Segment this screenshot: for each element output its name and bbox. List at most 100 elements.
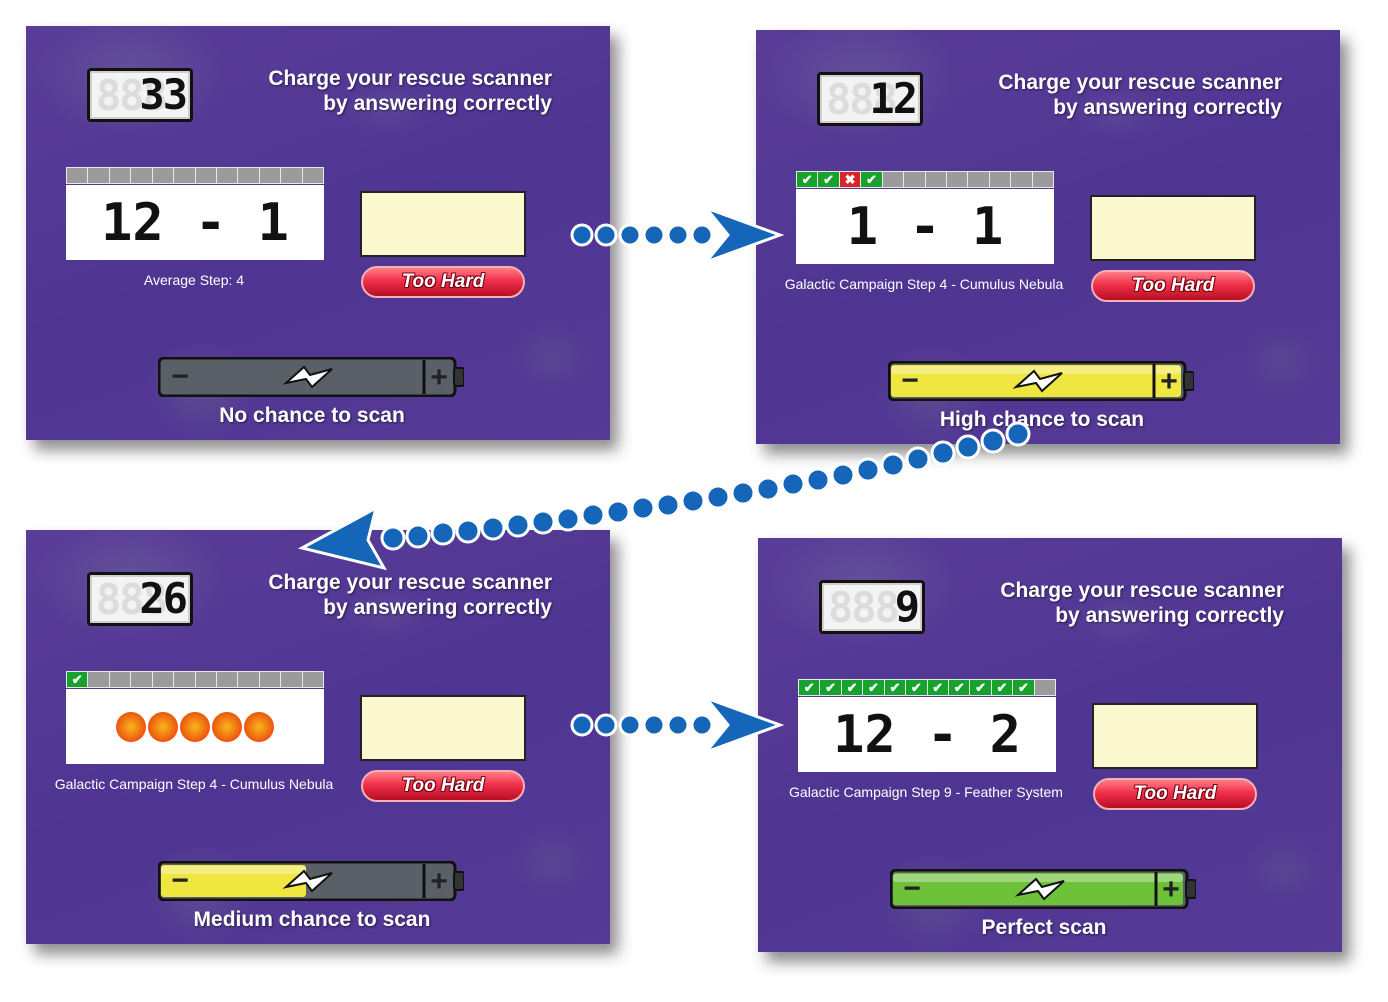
progress-cell-empty xyxy=(67,168,88,183)
progress-cell-correct: ✔ xyxy=(799,680,820,695)
counter-ghost-digits: 888 xyxy=(826,75,898,124)
question-card: 1 - 1 xyxy=(796,189,1054,264)
lightning-icon xyxy=(282,365,333,389)
progress-cell-correct: ✔ xyxy=(884,680,906,695)
progress-cell-empty xyxy=(174,672,195,687)
headline-line-1: Charge your rescue scanner xyxy=(268,571,552,594)
minus-icon: − xyxy=(901,364,919,397)
progress-cell-empty xyxy=(238,168,259,183)
progress-cell-empty xyxy=(131,672,152,687)
lightning-icon xyxy=(1012,369,1063,393)
score-counter: 888 12 xyxy=(817,72,923,126)
headline: Charge your rescue scanner by answering … xyxy=(268,570,552,620)
progress-cell-empty xyxy=(968,172,989,187)
progress-cell-empty xyxy=(1034,680,1056,695)
counting-dot xyxy=(148,711,178,742)
charge-battery: −+ xyxy=(890,869,1196,909)
progress-cell-empty xyxy=(88,168,109,183)
step-caption: Galactic Campaign Step 4 - Cumulus Nebul… xyxy=(784,276,1064,292)
game-panel-4: 888 9 Charge your rescue scanner by answ… xyxy=(758,538,1342,952)
progress-cell-correct: ✔ xyxy=(970,680,991,695)
progress-cell-empty xyxy=(216,168,238,183)
scan-status: High chance to scan xyxy=(939,408,1145,431)
too-hard-button[interactable]: Too Hard xyxy=(361,770,525,802)
progress-cell-empty xyxy=(174,168,195,183)
step-caption: Average Step: 4 xyxy=(143,272,245,288)
progress-cell-empty xyxy=(925,172,946,187)
progress-cell-empty xyxy=(238,672,259,687)
scan-status: Medium chance to scan xyxy=(193,908,431,931)
question-card: 12 - 2 xyxy=(798,697,1056,772)
answer-input[interactable] xyxy=(1092,703,1258,769)
progress-cell-empty xyxy=(989,172,1011,187)
progress-track xyxy=(66,167,324,184)
progress-cell-empty xyxy=(195,168,216,183)
headline-line-1: Charge your rescue scanner xyxy=(268,67,552,90)
progress-cell-empty xyxy=(131,168,152,183)
charge-battery: −+ xyxy=(888,361,1194,401)
headline: Charge your rescue scanner by answering … xyxy=(998,70,1282,120)
too-hard-button[interactable]: Too Hard xyxy=(1091,270,1255,302)
flow-arrow-diagonal xyxy=(297,421,1031,571)
headline: Charge your rescue scanner by answering … xyxy=(1000,578,1284,628)
progress-track: ✔✔✔✔✔✔✔✔✔✔✔ xyxy=(798,679,1056,696)
counter-value: 12 xyxy=(869,74,918,123)
minus-icon: − xyxy=(171,360,189,393)
too-hard-button[interactable]: Too Hard xyxy=(1093,778,1257,810)
plus-icon: + xyxy=(430,361,448,394)
progress-cell-correct: ✔ xyxy=(906,680,927,695)
lightning-icon xyxy=(282,869,333,893)
answer-input[interactable] xyxy=(360,695,526,761)
progress-cell-empty xyxy=(882,172,904,187)
progress-cell-empty xyxy=(302,672,324,687)
progress-cell-correct: ✔ xyxy=(1013,680,1034,695)
progress-cell-wrong: ✖ xyxy=(839,172,861,187)
progress-cell-correct: ✔ xyxy=(991,680,1013,695)
battery-charge-shine xyxy=(893,874,1183,882)
counting-dot xyxy=(212,711,242,742)
progress-cell-empty xyxy=(904,172,925,187)
counting-dot xyxy=(244,711,274,742)
too-hard-button[interactable]: Too Hard xyxy=(361,266,525,298)
progress-cell-empty xyxy=(259,168,281,183)
score-counter: 888 9 xyxy=(819,580,925,634)
flow-arrow-right-bottom xyxy=(570,694,785,756)
battery-graphic: −+ xyxy=(890,869,1196,909)
scan-status: No chance to scan xyxy=(219,404,405,427)
progress-cell-empty xyxy=(1011,172,1032,187)
score-counter: 888 26 xyxy=(87,572,193,626)
headline-line-2: by answering correctly xyxy=(1053,96,1282,119)
headline-line-2: by answering correctly xyxy=(1055,604,1284,627)
plus-icon: + xyxy=(1162,873,1180,906)
progress-cell-correct: ✔ xyxy=(818,172,839,187)
charge-battery: −+ xyxy=(158,357,464,397)
headline-line-2: by answering correctly xyxy=(323,596,552,619)
counting-dot xyxy=(116,711,146,742)
answer-input[interactable] xyxy=(1090,195,1256,261)
progress-cell-correct: ✔ xyxy=(927,680,948,695)
progress-cell-empty xyxy=(88,672,109,687)
game-panel-3: 888 26 Charge your rescue scanner by ans… xyxy=(26,530,610,944)
scan-status: Perfect scan xyxy=(981,916,1107,939)
progress-track: ✔ xyxy=(66,671,324,688)
battery-charge-shine xyxy=(161,866,306,874)
counting-dot xyxy=(180,711,210,742)
progress-cell-empty xyxy=(216,672,238,687)
progress-cell-correct: ✔ xyxy=(797,172,818,187)
headline: Charge your rescue scanner by answering … xyxy=(268,66,552,116)
game-panel-2: 888 12 Charge your rescue scanner by ans… xyxy=(756,30,1340,444)
headline-line-2: by answering correctly xyxy=(323,92,552,115)
progress-cell-empty xyxy=(152,672,174,687)
progress-cell-correct: ✔ xyxy=(820,680,841,695)
minus-icon: − xyxy=(171,864,189,897)
progress-cell-empty xyxy=(946,172,968,187)
progress-cell-empty xyxy=(281,168,302,183)
step-caption: Galactic Campaign Step 4 - Cumulus Nebul… xyxy=(54,776,334,792)
battery-cap xyxy=(453,367,464,387)
battery-cap xyxy=(1185,879,1196,899)
progress-cell-empty xyxy=(152,168,174,183)
battery-charge-fill xyxy=(161,865,306,897)
counter-value: 26 xyxy=(139,574,188,623)
answer-input[interactable] xyxy=(360,191,526,257)
progress-cell-empty xyxy=(259,672,281,687)
